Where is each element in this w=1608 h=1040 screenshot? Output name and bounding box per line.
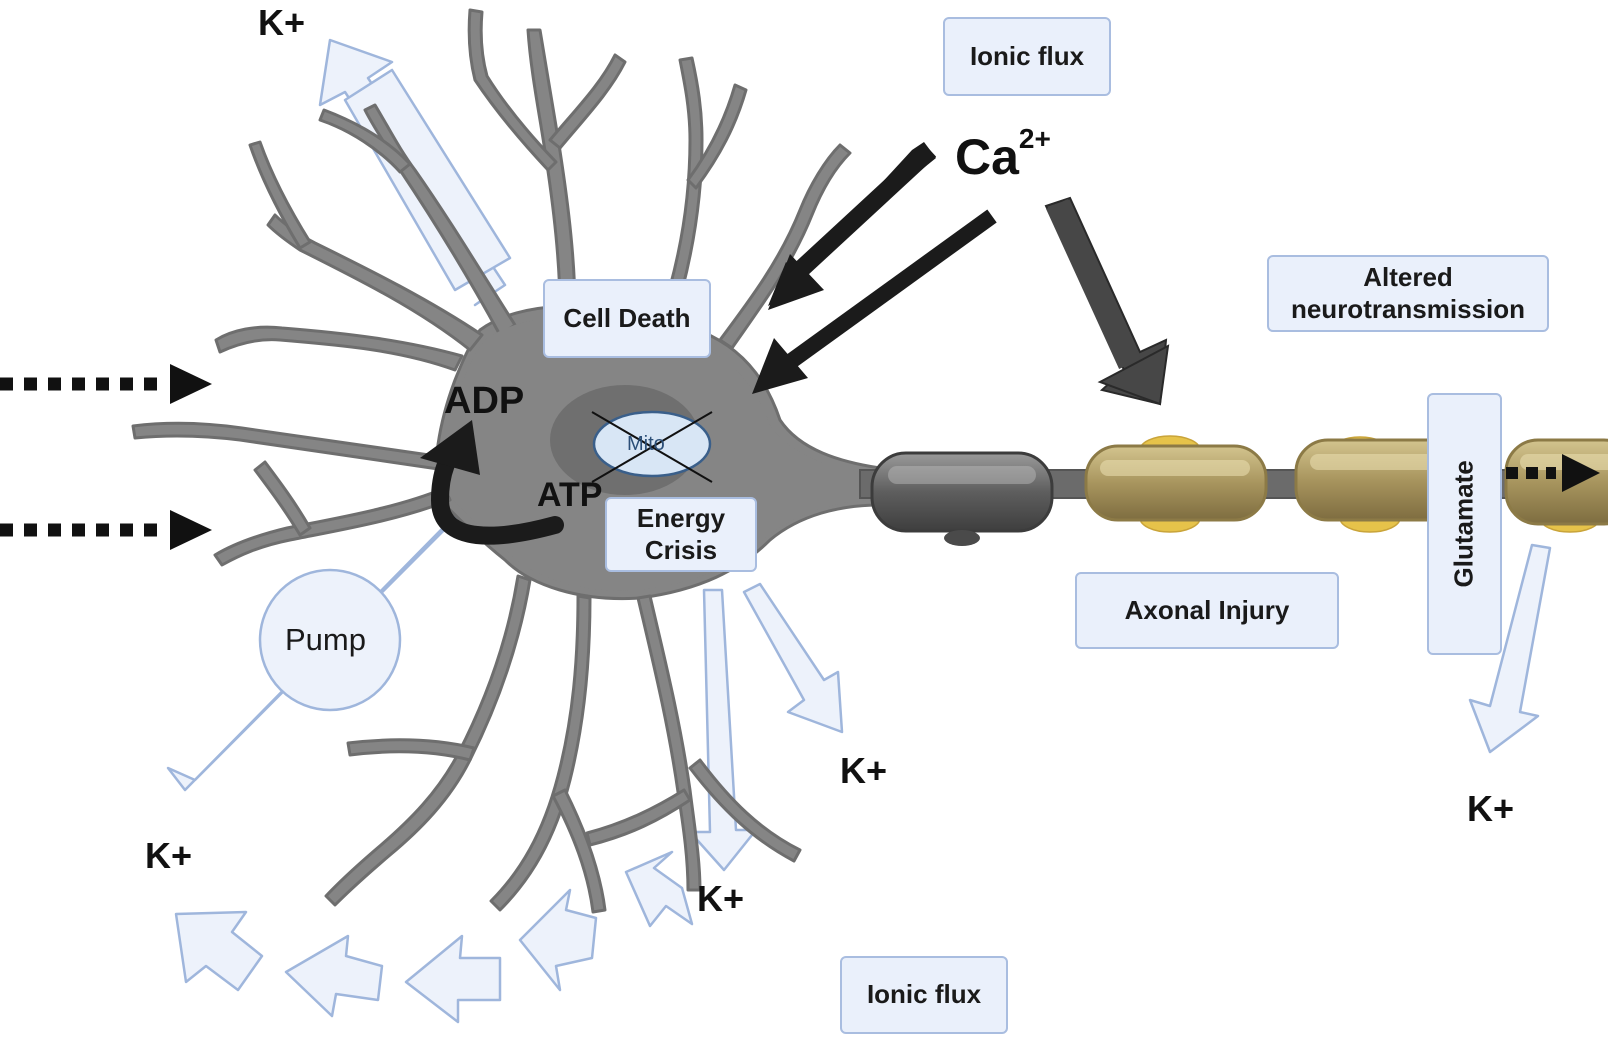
ca-arrow-axon-shaft <box>1046 199 1141 369</box>
k-ion-mid-bottom-label: K+ <box>697 878 745 919</box>
k-ion-far-right-label: K+ <box>1467 788 1515 829</box>
ca-arrow-1-shaft <box>791 143 937 279</box>
axonal-injury-label: Axonal Injury <box>1075 572 1339 649</box>
dendrite-top-twig <box>467 8 558 172</box>
energy-crisis-label: Energy Crisis <box>605 497 757 572</box>
dotted-arrow-top-head <box>170 364 212 404</box>
dotted-arrow-axon-head <box>1562 454 1600 492</box>
atp-label: ATP <box>537 476 603 514</box>
k-arrow-down-2 <box>742 582 844 734</box>
dendrite-bottom <box>489 594 592 912</box>
dendrite-bottom-right <box>636 594 702 892</box>
dotted-arrows <box>0 364 1600 550</box>
energy-crisis-line2: Crisis <box>644 534 718 565</box>
ionic-flux-top-text: Ionic flux <box>969 40 1085 71</box>
ca-arrowhead-2 <box>752 338 808 394</box>
myelin-shine-1 <box>1100 460 1250 476</box>
schwann-nucleus-dark <box>944 530 980 546</box>
dendrite-top-right <box>658 56 704 327</box>
myelin-segment-1 <box>1084 444 1268 522</box>
ionic-flux-top-label: Ionic flux <box>943 17 1111 96</box>
mito-label: Mito <box>627 433 665 455</box>
glutamate-text: Glutamate <box>1448 460 1479 588</box>
dendrite-twig-1 <box>318 108 412 174</box>
atp-adp-arrowhead <box>420 420 480 475</box>
k-arrow-chain-5 <box>174 910 264 992</box>
k-arrow-down-1 <box>688 588 758 872</box>
ionic-flux-bottom-text: Ionic flux <box>866 979 982 1010</box>
dendrite-top-left <box>363 103 517 337</box>
dendrite-top-left-b <box>266 213 484 352</box>
k-arrow-far-right <box>1468 543 1552 754</box>
dendrite-bottom-right-twig-2 <box>585 788 692 847</box>
dendrite-top <box>526 28 577 312</box>
calcium-charge-text: 2+ <box>1018 123 1051 155</box>
sheath-damaged-shine <box>888 466 1036 484</box>
myelin-segment-3 <box>1504 438 1608 526</box>
dendrite-bottom-right-twig <box>688 758 802 863</box>
ca-arrowhead-1 <box>768 254 824 310</box>
sheath-damaged <box>870 451 1054 533</box>
dotted-arrow-bottom-head <box>170 510 212 550</box>
calcium-ion-label: Ca2+ <box>955 123 1051 186</box>
ca-arrowhead-axon <box>1097 344 1170 406</box>
energy-crisis-line1: Energy <box>636 502 726 533</box>
mito-cross-2 <box>591 411 713 483</box>
altered-line2: neurotransmission <box>1290 293 1526 324</box>
dendrite-bottom-left <box>324 574 532 907</box>
k-efflux-arrows <box>166 38 1552 1024</box>
k-arrow-upper-left-shaft <box>343 68 512 292</box>
k-ion-top-label: K+ <box>258 2 306 43</box>
altered-neurotransmission-label: Altered neurotransmission <box>1267 255 1549 332</box>
k-ion-mid-right-label: K+ <box>840 750 888 791</box>
mitochondrion <box>591 410 713 483</box>
dendrite-bottom-twig <box>551 788 607 914</box>
cell-death-text: Cell Death <box>563 302 691 333</box>
dendrite-left-lower-b <box>213 486 452 567</box>
altered-line1: Altered <box>1363 261 1453 292</box>
dendrite-twig-2 <box>248 140 312 250</box>
ca-arrow-2-shaft <box>785 209 997 369</box>
calcium-base-text: Ca <box>955 129 1019 185</box>
ca-influx-arrows <box>752 142 1170 406</box>
k-ion-left-bottom-label: K+ <box>145 835 193 876</box>
dendrite-bottom-left-twig <box>346 738 476 762</box>
axonal-injury-text: Axonal Injury <box>1124 594 1290 625</box>
dendrite-left-lower <box>131 421 452 472</box>
k-arrow-chain-3 <box>404 934 502 1024</box>
dendrite-top-left-c <box>214 325 464 372</box>
dendrite-top-right-twig <box>686 83 748 190</box>
mito-body <box>592 410 712 478</box>
dendrite-left-lower-c <box>253 460 312 537</box>
cell-death-label: Cell Death <box>543 279 711 358</box>
pump-label: Pump <box>285 622 366 657</box>
glutamate-label: Glutamate <box>1427 393 1502 655</box>
dendrite-right-upper <box>718 143 852 350</box>
pump-circle <box>258 568 402 712</box>
ionic-flux-bottom-label: Ionic flux <box>840 956 1008 1034</box>
k-arrow-chain-4 <box>284 934 384 1018</box>
adp-label: ADP <box>444 380 525 422</box>
k-arrow-chain-1 <box>624 850 694 928</box>
k-arrow-chain-2 <box>518 888 598 992</box>
dendrite-top-twig-2 <box>548 53 627 150</box>
